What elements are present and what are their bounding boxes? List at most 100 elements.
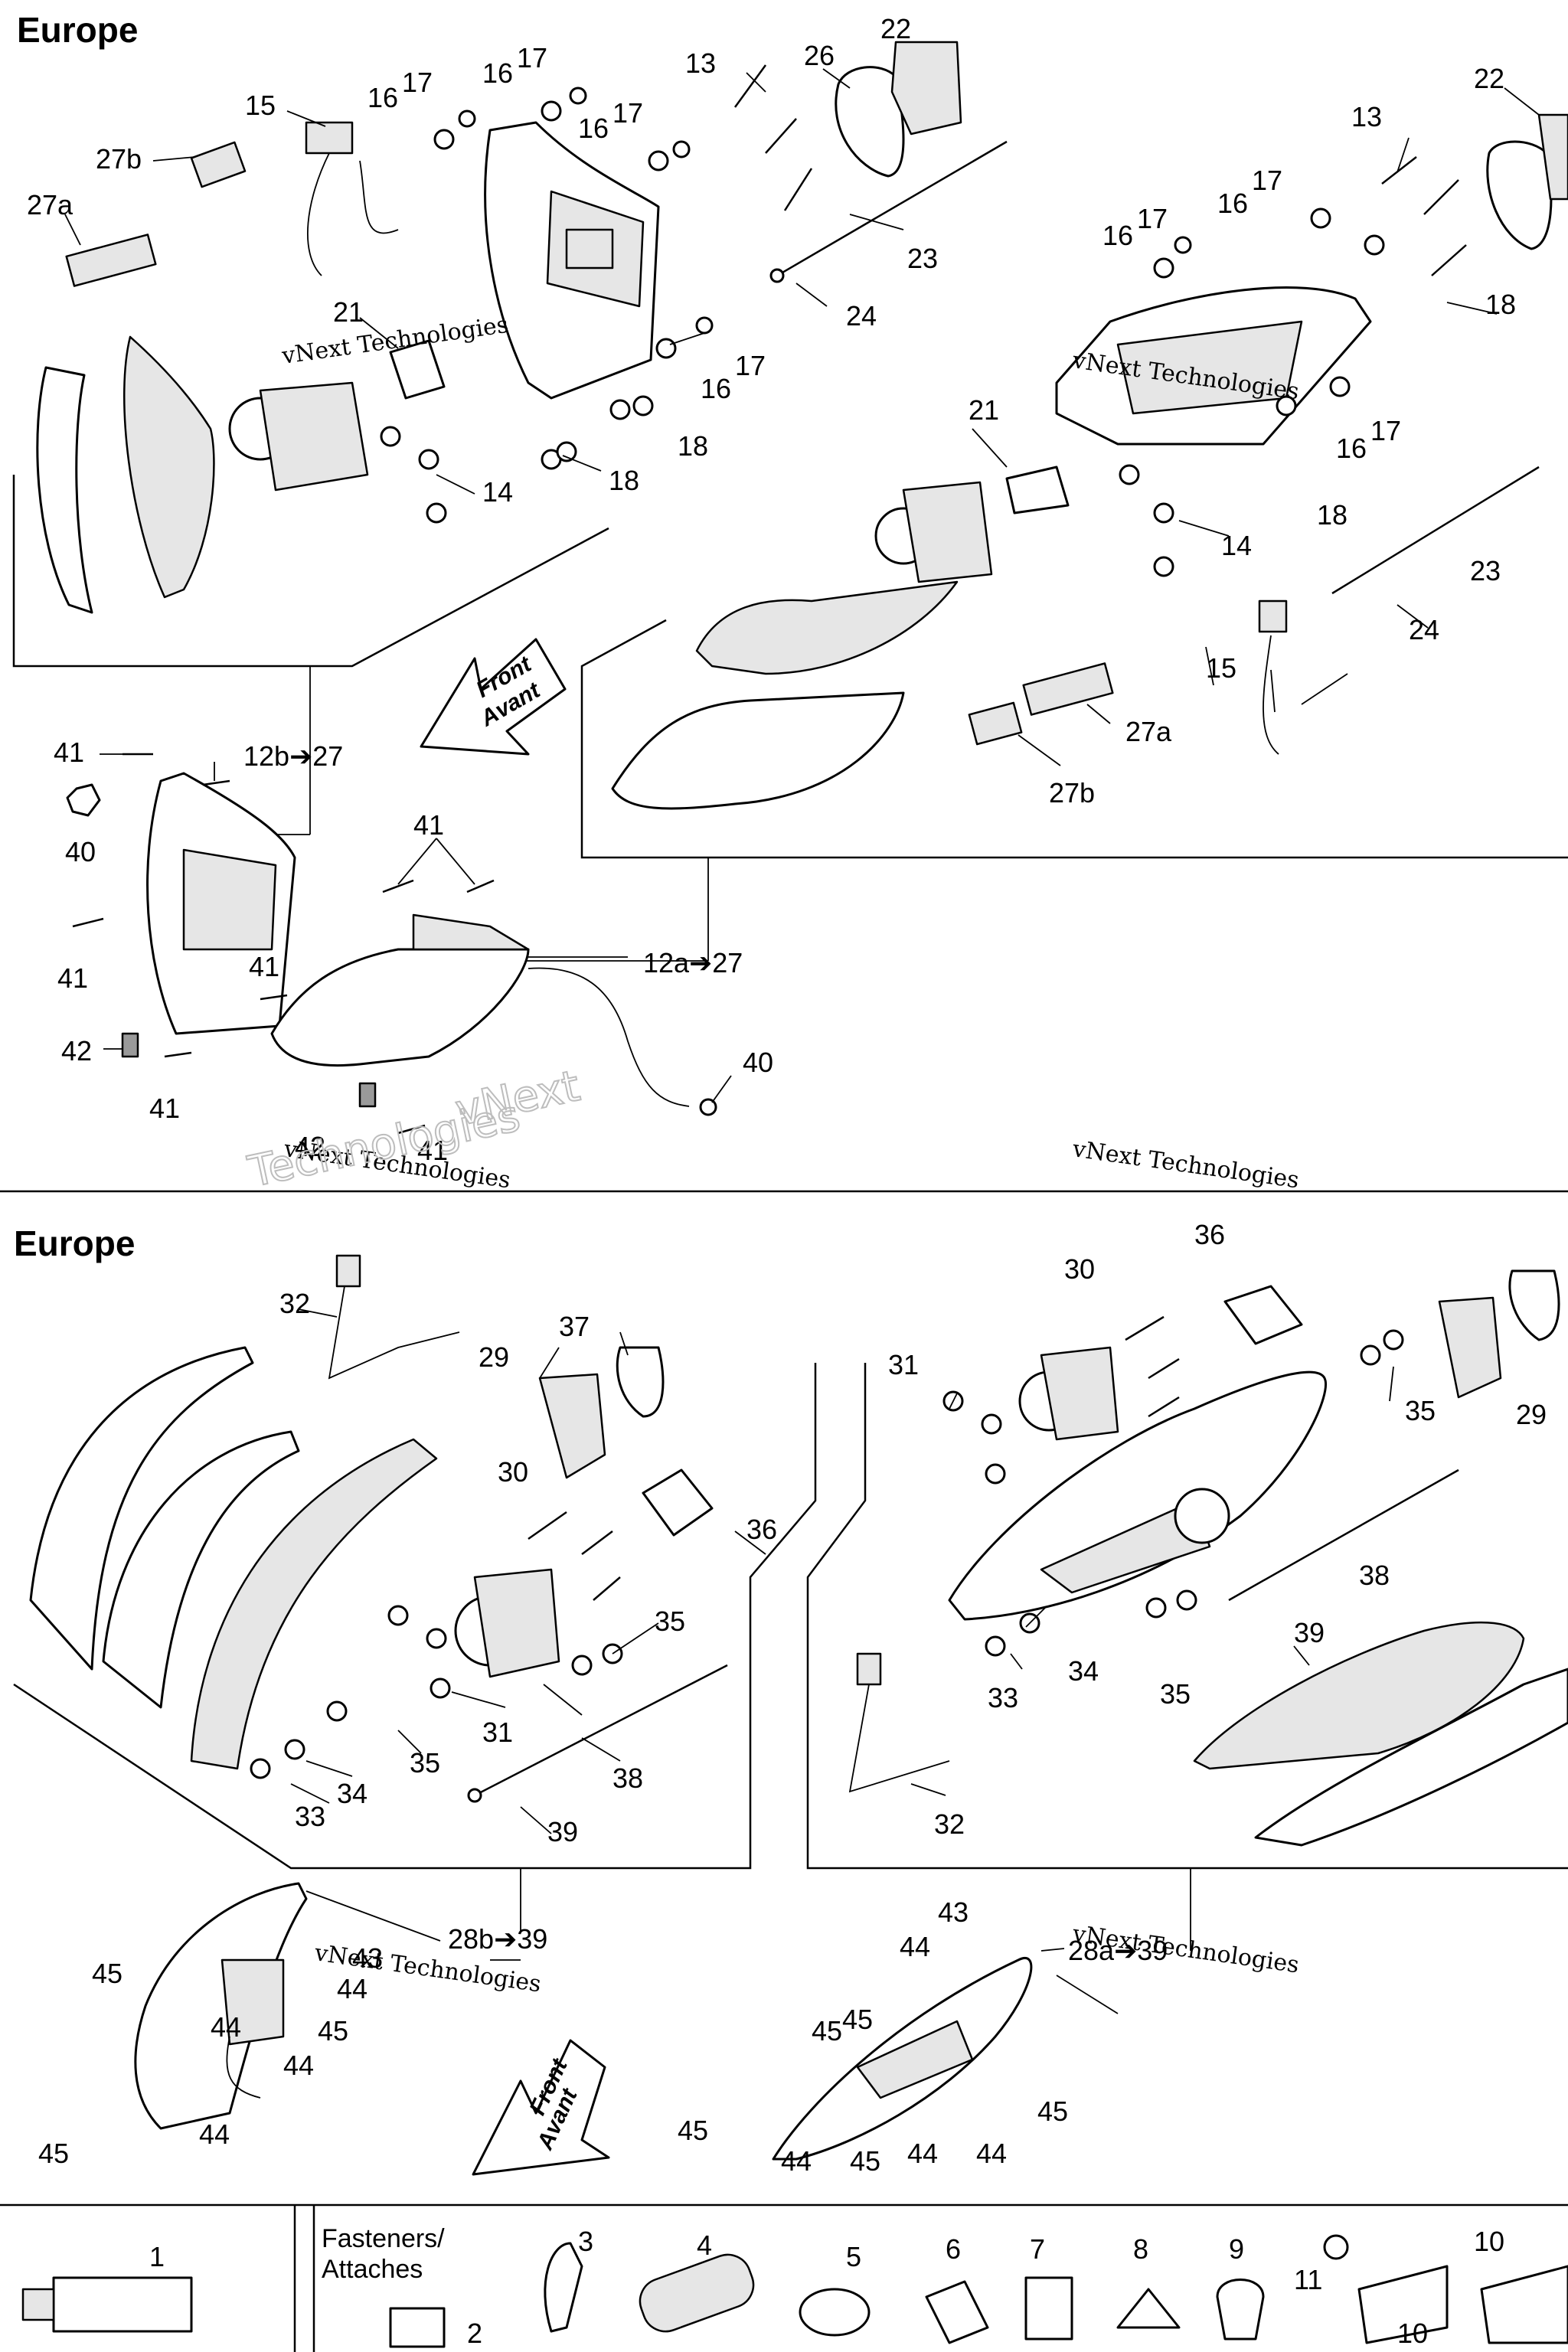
callout: 44	[283, 2050, 314, 2081]
callout: 38	[1359, 1560, 1390, 1591]
callout: 16	[1336, 433, 1367, 464]
callout: 7	[1030, 2233, 1045, 2265]
callout: 35	[410, 1747, 440, 1779]
callout: 15	[245, 90, 276, 121]
callout: 27a	[27, 189, 74, 220]
callout: 37	[559, 1311, 590, 1342]
callout: 2	[467, 2318, 482, 2349]
callout: 45	[92, 1958, 122, 1989]
callout: 13	[685, 47, 716, 79]
fasteners-title-line1: Fasteners/	[322, 2224, 445, 2253]
frame-mid-left	[13, 1363, 817, 1870]
callout: 23	[1470, 555, 1501, 586]
callout: 9	[1229, 2233, 1244, 2265]
callout: 17	[402, 67, 433, 98]
callout: 35	[1160, 1678, 1191, 1710]
callout: 45	[842, 2004, 873, 2035]
callout: 17	[612, 97, 643, 129]
callouts-top-left: 15 27b 27a 16 17 16 17 16 17 21 17 16 14…	[27, 42, 766, 508]
callout: 11	[1294, 2264, 1322, 2295]
watermark: vNext Technologies	[1070, 1920, 1301, 1978]
callout: 42	[295, 1131, 325, 1162]
callout: 41	[57, 962, 88, 994]
callout: 6	[946, 2233, 961, 2265]
callout: 21	[333, 296, 364, 328]
callout: 24	[846, 300, 877, 332]
frame-top-right	[580, 619, 1568, 859]
callout: 44	[907, 2138, 938, 2169]
callout: 22	[880, 13, 911, 44]
frame-top-left	[12, 475, 609, 668]
callout: 22	[1474, 63, 1504, 94]
callout: 42	[61, 1035, 92, 1067]
callout: 44	[976, 2138, 1007, 2169]
callout: 30	[498, 1456, 528, 1488]
fasteners-title-line2: Attaches	[322, 2255, 423, 2284]
callout: 45	[38, 2138, 69, 2169]
callout: 18	[1317, 499, 1348, 531]
callout: 45	[850, 2145, 880, 2177]
callout: 3	[578, 2226, 593, 2257]
callout: 17	[517, 42, 547, 74]
callout: 18	[678, 430, 708, 462]
callout: 28b➔39	[448, 1923, 547, 1955]
callouts-top-right: 22 13 17 16 17 16 18 21 17 16 18 14 23 2…	[969, 63, 1516, 808]
callout: 27a	[1125, 716, 1172, 747]
section-dividers	[0, 1190, 1568, 2352]
callout: 16	[482, 57, 513, 89]
callout: 44	[781, 2145, 812, 2177]
front-arrow-bottom: Front Avant	[472, 2039, 610, 2176]
callout: 44	[900, 1931, 930, 1962]
callout: 10	[1397, 2318, 1428, 2349]
callouts-assembly-bottom: 45 28b➔39 43 44 45 44 44 45 43 44 28a➔39…	[38, 1896, 1168, 2177]
callout: 43	[938, 1896, 969, 1928]
callout: 15	[1206, 652, 1236, 684]
callout: 27b	[96, 143, 142, 175]
callout: 26	[804, 40, 835, 71]
callout: 16	[1217, 188, 1248, 219]
callout: 28a➔39	[1068, 1935, 1168, 1966]
callout: 43	[352, 1942, 383, 1974]
callout: 4	[697, 2230, 712, 2261]
callout: 17	[1137, 203, 1168, 234]
callout: 16	[578, 113, 609, 144]
callout: 45	[678, 2115, 708, 2146]
callout: 16	[701, 373, 731, 404]
callout: 12b➔27	[243, 740, 343, 772]
callout: 45	[318, 2015, 348, 2047]
callout: 29	[479, 1341, 509, 1373]
callout: 24	[1409, 614, 1439, 645]
callout: 33	[295, 1801, 325, 1832]
section-heading-middle: Europe	[14, 1223, 135, 1263]
callout: 18	[609, 465, 639, 496]
callout: 41	[54, 737, 84, 768]
callout: 44	[337, 1973, 368, 2004]
top-parts	[36, 41, 1568, 1135]
callouts-assembly-top: 41 12b➔27 40 41 41 12a➔27 41 42 41 40 42…	[54, 737, 773, 1166]
callout: 35	[1405, 1395, 1436, 1426]
callout: 41	[149, 1093, 180, 1124]
callout: 16	[1102, 220, 1133, 251]
callout: 31	[482, 1717, 513, 1748]
callout: 30	[1064, 1253, 1095, 1285]
callout: 39	[1294, 1617, 1325, 1648]
callouts-mid-left: 32 37 29 30 36 35 31 35 34 33 38 39	[279, 1288, 777, 1847]
callout: 44	[211, 2011, 241, 2043]
watermark: vNext Technologies	[1070, 1135, 1301, 1194]
callout: 16	[368, 82, 398, 113]
callout: 35	[655, 1606, 685, 1637]
frame-mid-right	[806, 1363, 1568, 1870]
callout: 23	[907, 243, 938, 274]
callout: 33	[988, 1682, 1018, 1713]
middle-parts	[29, 1254, 1568, 2161]
callout: 38	[612, 1762, 643, 1794]
callout: 41	[249, 951, 279, 982]
callout: 41	[417, 1135, 448, 1166]
callout: 29	[1516, 1399, 1547, 1430]
callout: 36	[746, 1514, 777, 1545]
callout: 13	[1351, 101, 1382, 132]
callout: 45	[1037, 2096, 1068, 2127]
callout: 31	[888, 1349, 919, 1380]
callout: 17	[1370, 415, 1401, 446]
